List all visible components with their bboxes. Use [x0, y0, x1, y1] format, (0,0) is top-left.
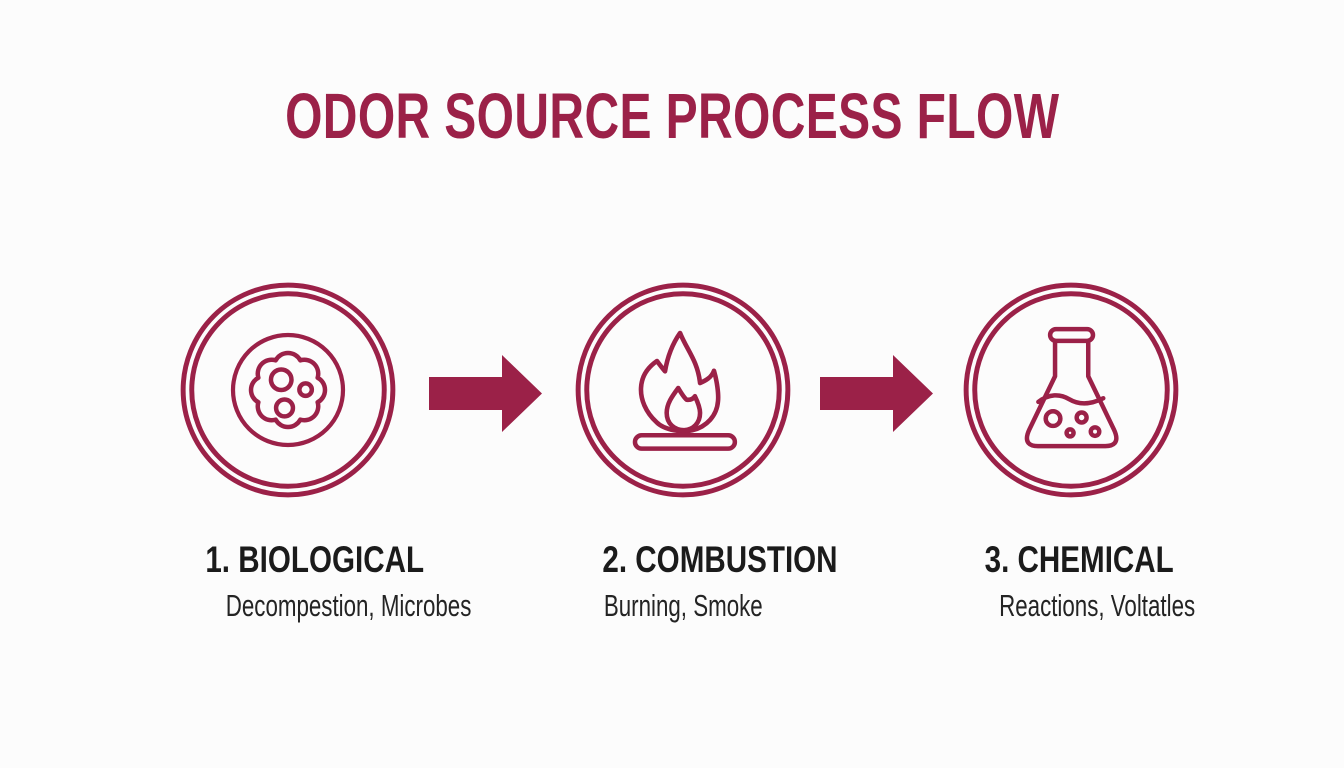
- arrow-right-icon: [398, 354, 573, 433]
- microbe-icon: [178, 280, 398, 500]
- step-combustion: 2. COMBUSTION Burning, Smoke: [573, 280, 838, 624]
- step-subtitle: Burning, Smoke: [573, 588, 793, 624]
- step-biological: 1. BIOLOGICAL Decompestion, Microbes: [178, 280, 472, 624]
- step-heading-text: 2. COMBUSTION: [602, 539, 838, 580]
- step-subtitle-text: Decompestion, Microbes: [225, 587, 472, 623]
- step-subtitle: Decompestion, Microbes: [178, 588, 472, 624]
- step-heading-text: 1. BIOLOGICAL: [205, 539, 425, 580]
- step-subtitle-text: Burning, Smoke: [603, 587, 763, 623]
- step-heading: 2. COMBUSTION: [573, 539, 837, 581]
- step-heading: 3. CHEMICAL: [961, 539, 1181, 581]
- step-subtitle-text: Reactions, Voltatles: [999, 587, 1196, 623]
- process-flow: 1. BIOLOGICAL Decompestion, Microbes 2. …: [178, 280, 1195, 624]
- step-subtitle: Reactions, Voltatles: [961, 588, 1195, 624]
- flask-icon: [961, 280, 1181, 500]
- step-heading-text: 3. CHEMICAL: [984, 539, 1174, 580]
- arrow-right-icon: [793, 354, 961, 433]
- page-title: ODOR SOURCE PROCESS FLOW: [0, 84, 1344, 148]
- step-heading: 1. BIOLOGICAL: [178, 539, 424, 581]
- flame-icon: [573, 280, 793, 500]
- step-chemical: 3. CHEMICAL Reactions, Voltatles: [961, 280, 1195, 624]
- page-title-text: ODOR SOURCE PROCESS FLOW: [284, 80, 1060, 152]
